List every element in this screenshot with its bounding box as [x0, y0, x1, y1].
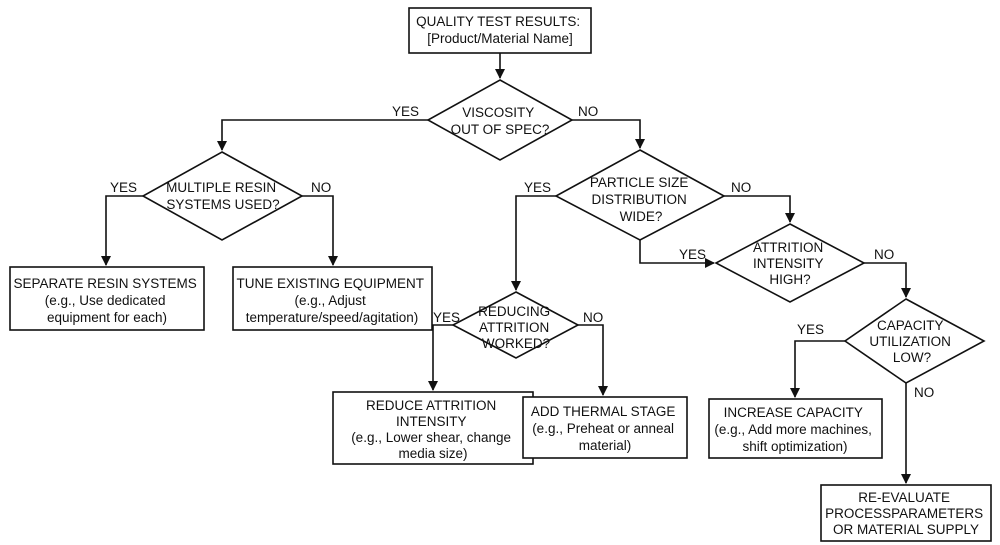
action-separate-resin-text: SEPARATE RESIN SYSTEMS (e.g., Use dedica… [13, 276, 200, 325]
label-reducing-no: NO [583, 310, 603, 325]
label-particle-yes: YES [524, 180, 551, 195]
edge-viscosity-yes [217, 119, 428, 151]
edge-particle-no [724, 195, 795, 223]
action-add-thermal-stage-text: ADD THERMAL STAGE (e.g., Preheat or anne… [531, 404, 679, 453]
edge-multiple-yes [101, 195, 143, 266]
label-viscosity-no: NO [578, 104, 598, 119]
label-capacity-yes: YES [797, 322, 824, 337]
label-particle-no: NO [731, 180, 751, 195]
edge-attrition-no [864, 262, 911, 298]
decision-multiple-resin: MULTIPLE RESIN SYSTEMS USED? [141, 151, 304, 241]
decision-multiple-resin-text: MULTIPLE RESIN SYSTEMS USED? [166, 180, 280, 212]
action-reevaluate-text: RE-EVALUATE PROCESSPARAMETERS OR MATERIA… [825, 490, 987, 537]
edge-labels: YES NO YES NO YES NO YES NO YES NO YES N… [110, 104, 934, 400]
decision-viscosity: VISCOSITY OUT OF SPEC? [426, 79, 574, 161]
action-reduce-attrition: REDUCE ATTRITION INTENSITY (e.g., Lower … [332, 391, 534, 465]
edge-multiple-no [302, 195, 338, 266]
decision-particle-size: PARTICLE SIZE DISTRIBUTION WIDE? [554, 149, 726, 241]
decision-reducing-attrition: REDUCING ATTRITION WORKED? [451, 291, 580, 359]
decision-reducing-attrition-text: REDUCING ATTRITION WORKED? [478, 304, 554, 351]
edge-particle-to-attrition [639, 240, 715, 268]
edge-capacity-yes [790, 340, 845, 398]
action-increase-capacity: INCREASE CAPACITY (e.g., Add more machin… [708, 398, 883, 459]
start-box: QUALITY TEST RESULTS: [Product/Material … [408, 7, 592, 54]
label-multiple-no: NO [311, 180, 331, 195]
edge-particle-yes [511, 195, 556, 291]
label-multiple-yes: YES [110, 180, 137, 195]
action-tune-equipment: TUNE EXISTING EQUIPMENT (e.g., Adjust te… [232, 266, 433, 331]
action-increase-capacity-text: INCREASE CAPACITY (e.g., Add more machin… [714, 405, 875, 454]
label-attrition-no: NO [874, 247, 894, 262]
label-attrition-yes: YES [679, 247, 706, 262]
connectors [101, 53, 911, 484]
decision-capacity-utilization-text: CAPACITY UTILIZATION LOW? [869, 318, 954, 365]
decision-attrition-intensity-text: ATTRITION INTENSITY HIGH? [753, 240, 827, 287]
edge-viscosity-no [572, 119, 645, 149]
label-reducing-yes: YES [433, 310, 460, 325]
decision-particle-size-text: PARTICLE SIZE DISTRIBUTION WIDE? [590, 175, 692, 224]
decision-viscosity-text: VISCOSITY OUT OF SPEC? [451, 105, 550, 137]
label-capacity-no: NO [914, 385, 934, 400]
decision-capacity-utilization: CAPACITY UTILIZATION LOW? [843, 298, 986, 384]
action-separate-resin: SEPARATE RESIN SYSTEMS (e.g., Use dedica… [9, 266, 205, 331]
edge-reducing-yes [428, 324, 453, 391]
start-box-text: QUALITY TEST RESULTS: [Product/Material … [416, 14, 584, 46]
edge-reducing-no [578, 324, 608, 396]
label-viscosity-yes: YES [392, 104, 419, 119]
action-reduce-attrition-text: REDUCE ATTRITION INTENSITY (e.g., Lower … [351, 398, 515, 461]
action-reevaluate: RE-EVALUATE PROCESSPARAMETERS OR MATERIA… [820, 484, 992, 542]
action-tune-equipment-text: TUNE EXISTING EQUIPMENT (e.g., Adjust te… [236, 276, 427, 325]
action-add-thermal-stage: ADD THERMAL STAGE (e.g., Preheat or anne… [522, 396, 688, 459]
decision-attrition-intensity: ATTRITION INTENSITY HIGH? [714, 223, 866, 303]
